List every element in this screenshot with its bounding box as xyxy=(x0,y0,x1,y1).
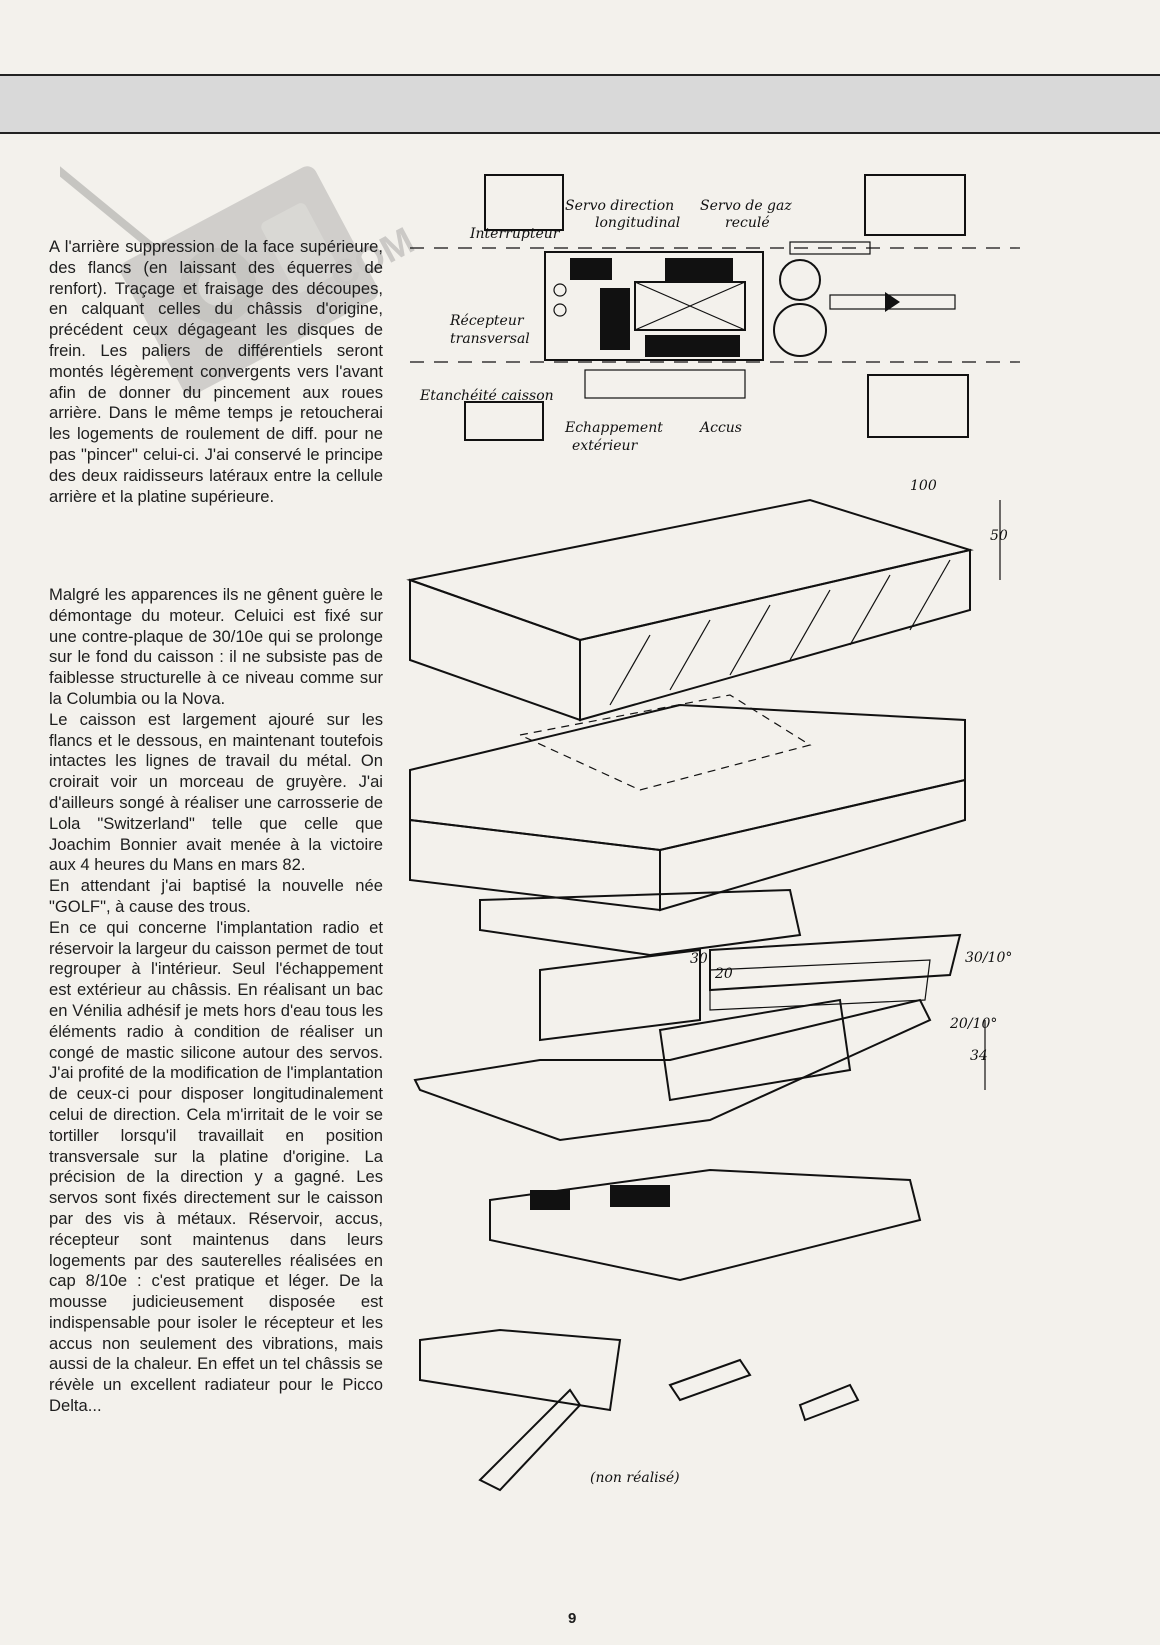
flywheel-icon xyxy=(773,303,827,357)
dimension-20: 20 xyxy=(714,966,733,982)
label-recepteur: Récepteur xyxy=(449,313,525,329)
cut-caisson xyxy=(409,694,966,912)
wheel-rear-left xyxy=(864,174,966,236)
label-longitudinal: longitudinal xyxy=(595,215,680,231)
label-exterieur: extérieur xyxy=(572,438,639,454)
label-servo-direction: Servo direction xyxy=(565,198,674,214)
arrow-right-icon xyxy=(885,292,900,312)
paragraph-1: A l'arrière suppression de la face supér… xyxy=(49,237,383,506)
upper-platine xyxy=(709,933,962,992)
dimension-50: 50 xyxy=(990,528,1008,544)
note-non-realise: (non réalisé) xyxy=(590,1470,680,1486)
thickness-30-10: 30/10° xyxy=(965,950,1012,966)
frame-cutout-1 xyxy=(530,1190,570,1210)
floor-plate xyxy=(413,998,932,1142)
bottom-plate xyxy=(479,888,802,957)
rib-piece-left xyxy=(668,1358,752,1402)
frame-cutout-2 xyxy=(610,1185,670,1207)
main-frame xyxy=(489,1168,922,1282)
accus-block xyxy=(645,335,740,357)
exhaust-pipe-icon xyxy=(829,294,956,310)
interrupteur-icon xyxy=(553,283,567,297)
servo-gaz-block xyxy=(665,258,733,282)
top-view-diagram: Servo direction longitudinal Servo de ga… xyxy=(410,174,1020,454)
dimension-34: 34 xyxy=(970,1048,988,1064)
wheel-front-right xyxy=(464,401,544,441)
label-etancheite: Etanchéité caisson xyxy=(419,388,554,404)
front-plate xyxy=(419,1328,622,1412)
rib-piece-right xyxy=(798,1383,860,1422)
text-column-top: A l'arrière suppression de la face supér… xyxy=(49,237,383,507)
label-transversal: transversal xyxy=(450,331,530,347)
paragraph-4: En attendant j'ai baptisé la nouvelle né… xyxy=(49,876,383,916)
label-servo-gaz: Servo de gaz xyxy=(700,198,792,214)
label-echappement: Echappement xyxy=(564,420,663,436)
page-number: 9 xyxy=(568,1610,577,1627)
label-interrupteur: Interrupteur xyxy=(469,226,561,242)
rear-platine xyxy=(709,959,931,1011)
dimension-30: 30 xyxy=(690,951,708,967)
label-accus: Accus xyxy=(698,420,742,436)
chassis-box xyxy=(544,251,764,361)
wheel-rear-right xyxy=(867,374,969,438)
paragraph-2: Malgré les apparences ils ne gênent guèr… xyxy=(49,585,383,708)
header-band xyxy=(0,74,1160,134)
side-stiffener-left xyxy=(539,948,701,1042)
switch-marker-icon xyxy=(553,303,567,317)
servo-direction-block xyxy=(570,258,612,280)
text-column-main: Malgré les apparences ils ne gênent guèr… xyxy=(49,585,383,1417)
side-stiffener-right xyxy=(658,998,852,1102)
label-recule: reculé xyxy=(725,215,770,231)
tank-diagonal-2 xyxy=(634,281,746,331)
paragraph-5: En ce qui concerne l'implantation radio … xyxy=(49,917,383,1416)
wishbone-arm xyxy=(478,1388,582,1492)
wheel-front-left xyxy=(484,174,564,231)
exhaust-outer-icon xyxy=(584,369,746,399)
engine-icon xyxy=(779,259,821,301)
dimension-100: 100 xyxy=(910,478,937,494)
exploded-chassis-diagram: 100 50 30 20 20/10° 30/10° 34 (non réali… xyxy=(406,478,1012,1492)
paragraph-3: Le caisson est largement ajouré sur les … xyxy=(49,709,383,875)
caisson-box xyxy=(406,498,974,722)
tank-box xyxy=(634,281,746,331)
axle-gear-icon xyxy=(789,241,871,255)
recepteur-block xyxy=(600,288,630,350)
thickness-20-10: 20/10° xyxy=(949,1016,997,1032)
